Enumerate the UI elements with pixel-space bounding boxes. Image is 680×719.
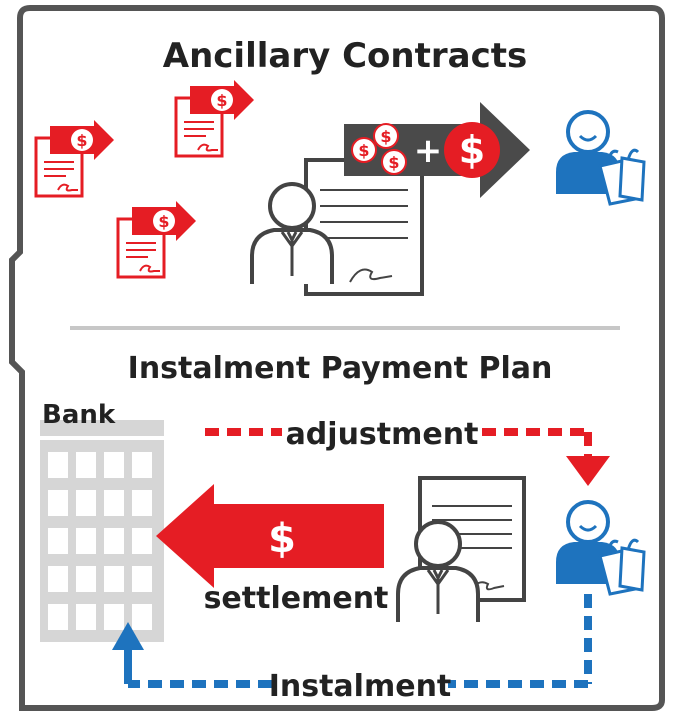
bank-window <box>48 528 68 554</box>
bank-window <box>76 528 96 554</box>
contract-doc-icon-2 <box>174 78 256 158</box>
bank-window <box>104 452 124 478</box>
instalment-arrow <box>112 594 592 688</box>
adjustment-label: adjustment <box>286 417 479 452</box>
bank-building-icon <box>40 420 164 642</box>
bank-window <box>104 566 124 592</box>
contract-doc-icon-1 <box>34 118 116 198</box>
bank-label: Bank <box>42 400 116 430</box>
bank-window <box>76 566 96 592</box>
section-title-ancillary: Ancillary Contracts <box>163 36 527 76</box>
svg-text:$: $ <box>388 153 399 172</box>
outer-frame <box>9 5 665 711</box>
bank-window <box>76 490 96 516</box>
section-title-instalment: Instalment Payment Plan <box>128 351 553 386</box>
svg-text:$: $ <box>358 141 369 160</box>
bank-window <box>48 490 68 516</box>
bank-window <box>132 452 152 478</box>
bank-window <box>76 604 96 630</box>
bank-window <box>48 604 68 630</box>
svg-text:$: $ <box>380 127 391 146</box>
bank-window <box>48 566 68 592</box>
shopper-icon-top <box>554 110 646 206</box>
svg-text:$: $ <box>459 128 485 172</box>
contract-doc-icon-3 <box>116 199 198 279</box>
bank-window <box>104 604 124 630</box>
bank-window <box>104 490 124 516</box>
settlement-arrow <box>156 484 384 588</box>
bank-window <box>104 528 124 554</box>
bank-window <box>48 452 68 478</box>
settlement-label: settlement <box>204 581 389 616</box>
shopper-icon-bottom <box>554 500 646 596</box>
instalment-label: Instalment <box>269 669 452 704</box>
bank-window <box>132 566 152 592</box>
bank-window <box>132 490 152 516</box>
bank-window <box>76 452 96 478</box>
plus-sign: + <box>414 131 443 171</box>
bank-window <box>132 604 152 630</box>
bank-window <box>132 528 152 554</box>
adjustment-arrow <box>205 428 610 486</box>
settlement-dollar: $ <box>268 516 296 562</box>
large-dollar-coin: $ <box>444 122 500 178</box>
coins-icon: $ $ $ <box>351 123 407 175</box>
